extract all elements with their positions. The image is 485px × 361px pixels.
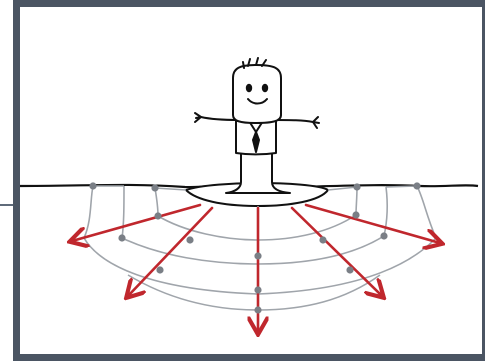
arrow-right [292,208,382,296]
right-eye [263,85,267,91]
arrow-far-right [306,205,440,243]
head [233,65,281,123]
left-eye [247,85,251,91]
left-hand [195,113,201,122]
right-hand [313,117,319,128]
arrow-far-left [72,205,200,241]
right-arm [275,120,313,122]
businessman [195,58,319,193]
